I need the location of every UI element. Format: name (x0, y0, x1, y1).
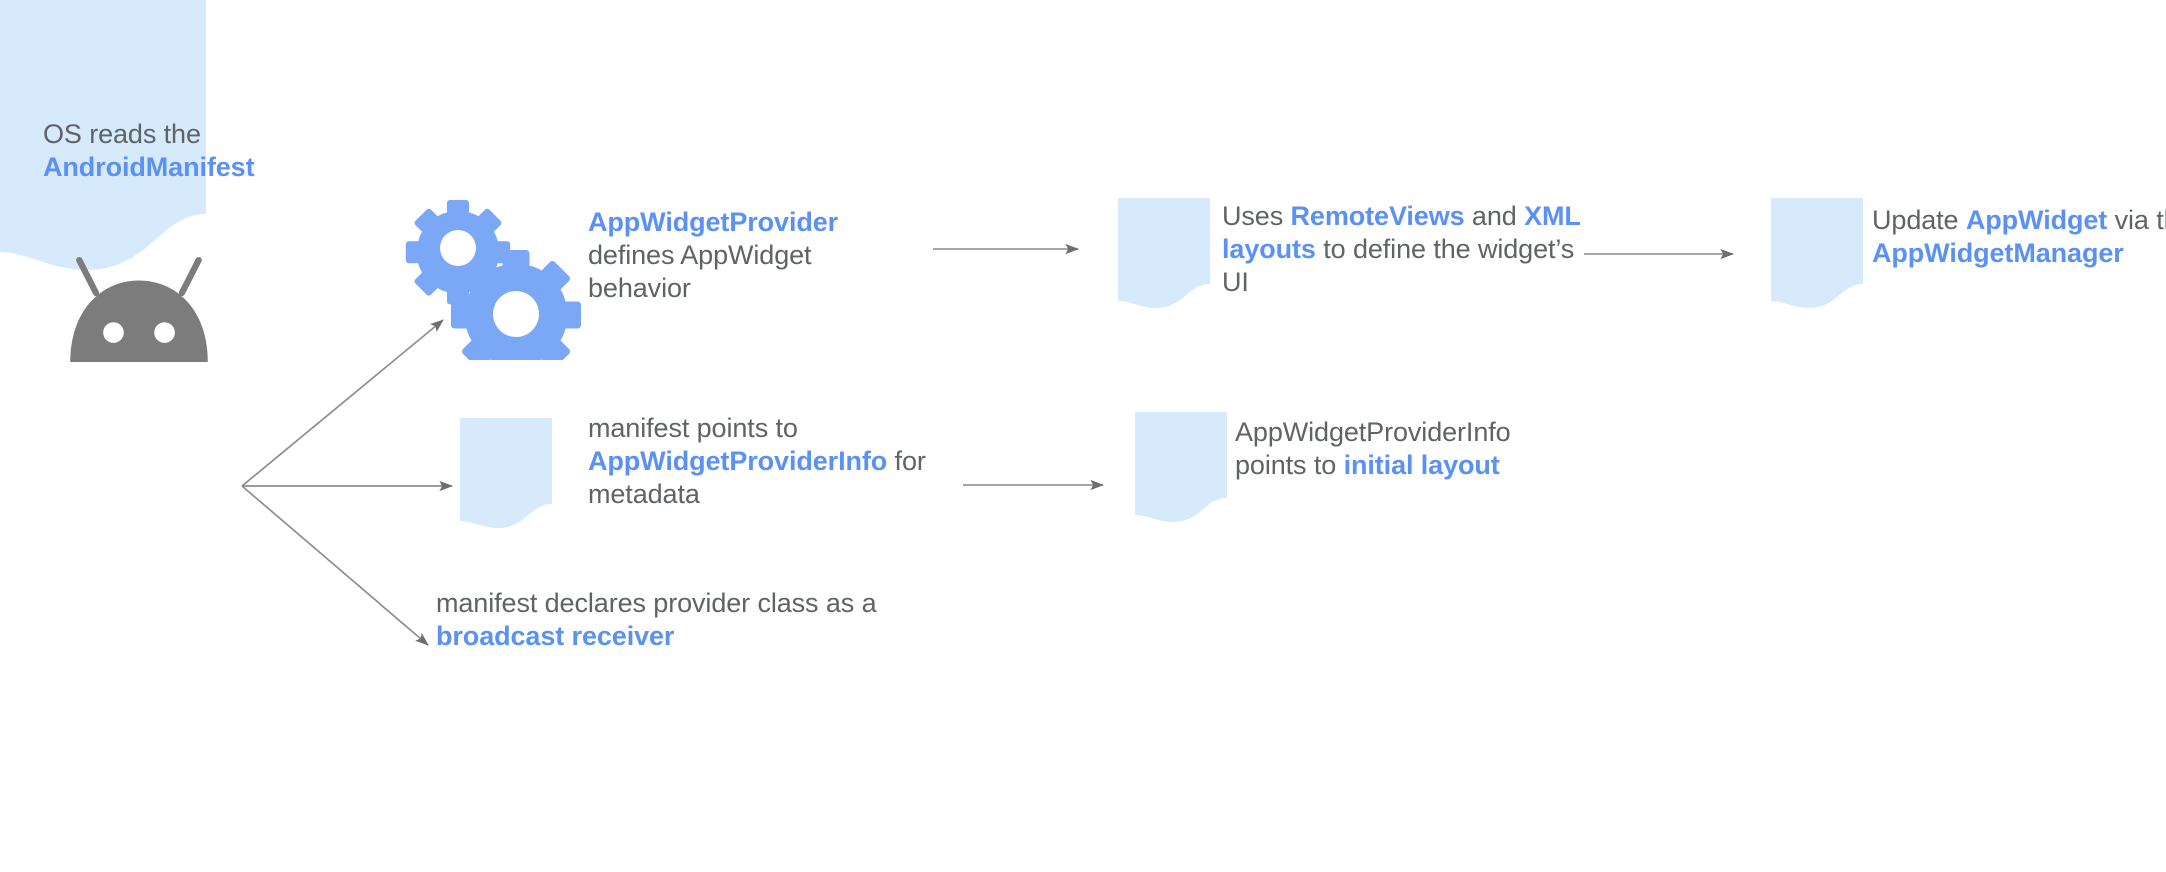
android-manifest-document (0, 0, 206, 270)
edge-manifest-to-broadcast (241, 485, 429, 646)
appwidgetmanager-keyword: AppWidgetManager (1872, 238, 2124, 268)
broadcast-receiver-keyword: broadcast receiver (436, 621, 675, 651)
broadcast-receiver-label: manifest declares provider class as a br… (436, 587, 916, 653)
appwidget-update-document (1771, 198, 1863, 308)
appwidget-keyword: AppWidget (1965, 205, 2108, 235)
broadcast-pre: manifest declares provider class as a (436, 588, 884, 618)
providerinfo-label: manifest points to AppWidgetProviderInfo… (588, 412, 988, 511)
large-gear-hole (493, 291, 539, 337)
caption-line-1: OS reads the (43, 119, 201, 149)
update-mid: via the (2114, 205, 2166, 235)
remoteviews-keyword: RemoteViews (1290, 201, 1465, 231)
appwidgetprovider-label: AppWidgetProvider defines AppWidget beha… (588, 206, 888, 305)
appwidgetprovider-rest: defines AppWidget behavior (588, 207, 846, 303)
remoteviews-post: to define the widget’s UI (1222, 234, 1582, 297)
providerinfo-document (460, 418, 552, 528)
remoteviews-mid: and (1464, 201, 1525, 231)
small-gear-hole (440, 230, 476, 266)
xml-layouts-keyword: XML layouts (1222, 201, 1588, 264)
initial-pre: AppWidgetProviderInfo points to (1235, 417, 1518, 480)
providerinfo-post: for metadata (588, 446, 934, 509)
update-pre: Update (1872, 205, 1966, 235)
robot-left-eye (103, 322, 124, 343)
initial-layout-keyword: initial layout (1343, 450, 1500, 480)
appwidgetproviderinfo-keyword: AppWidgetProviderInfo (588, 446, 888, 476)
initial-layout-label: AppWidgetProviderInfo points to initial … (1235, 416, 1585, 482)
remoteviews-document (1118, 198, 1210, 308)
remoteviews-pre: Uses (1222, 201, 1291, 231)
gears-icon (405, 200, 581, 360)
robot-right-eye (154, 322, 175, 343)
android-robot-icon (70, 256, 208, 362)
providerinfo-pre: manifest points to (588, 413, 806, 443)
appwidgetprovider-keyword: AppWidgetProvider (588, 207, 839, 237)
appwidget-update-label: Update AppWidget via the AppWidgetManage… (1872, 204, 2166, 270)
remoteviews-label: Uses RemoteViews and XML layouts to defi… (1222, 200, 1602, 299)
caption-line-2: AndroidManifest (43, 152, 255, 182)
initial-layout-document (1135, 412, 1227, 522)
